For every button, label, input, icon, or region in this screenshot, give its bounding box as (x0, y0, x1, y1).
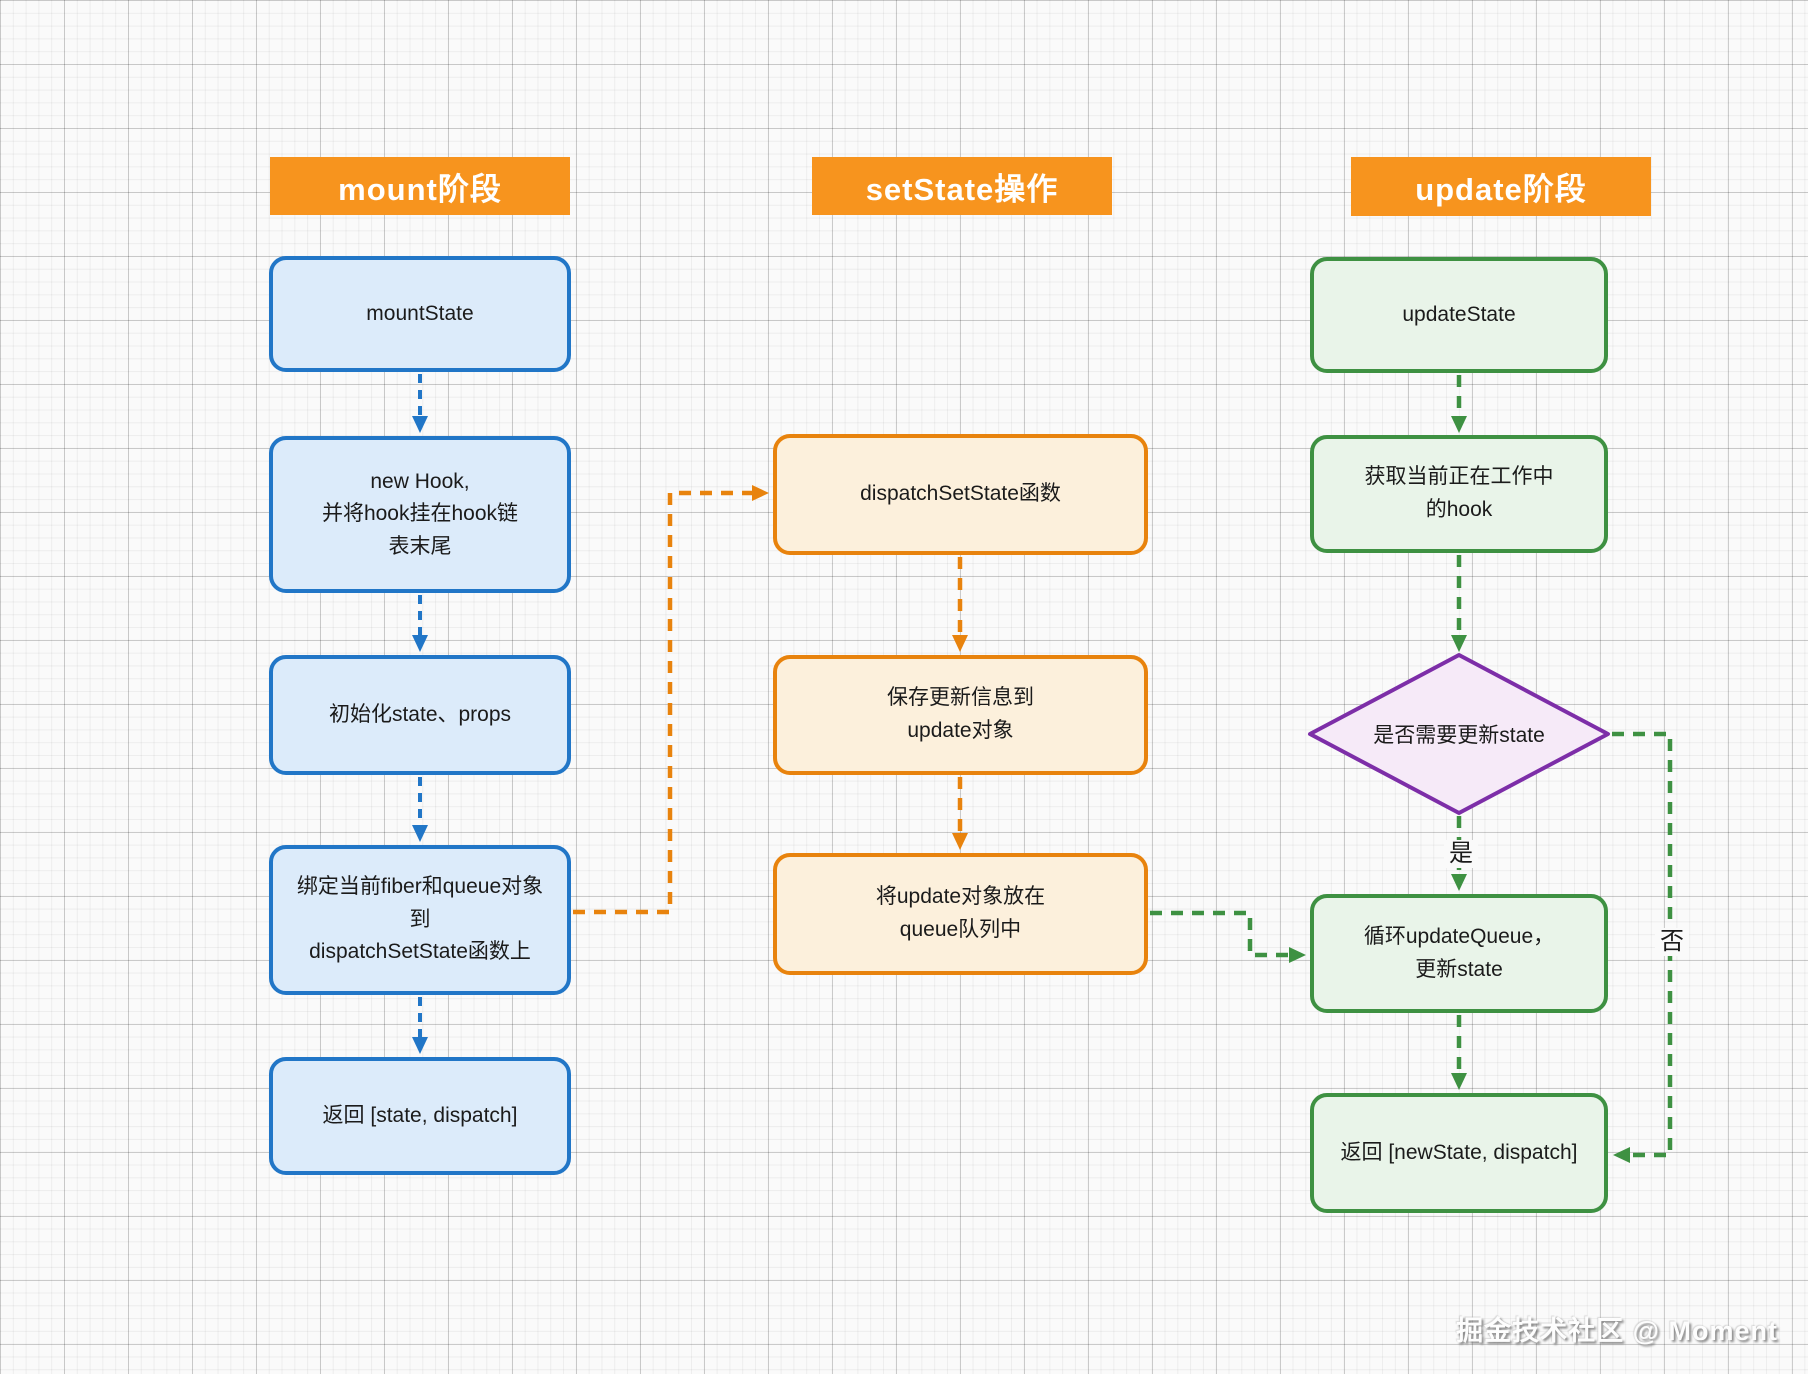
header-setstate-operation: setState操作 (812, 157, 1112, 215)
node-return-state-dispatch: 返回 [state, dispatch] (269, 1057, 571, 1175)
edge-bindfiber-to-dispatchsetstate (573, 485, 769, 915)
node-dispatchsetstate: dispatchSetState函数 (773, 434, 1148, 555)
header-update-phase: update阶段 (1351, 157, 1651, 216)
node-mountstate: mountState (269, 256, 571, 372)
node-new-hook: new Hook, 并将hook挂在hook链 表末尾 (269, 436, 571, 593)
node-bind-fiber-queue: 绑定当前fiber和queue对象 到 dispatchSetState函数上 (269, 845, 571, 995)
node-init-state-props: 初始化state、props (269, 655, 571, 775)
header-mount-phase: mount阶段 (270, 157, 570, 215)
node-get-working-hook: 获取当前正在工作中 的hook (1310, 435, 1608, 553)
node-return-newstate-dispatch: 返回 [newState, dispatch] (1310, 1093, 1608, 1213)
label-branch-no: 否 (1655, 928, 1689, 957)
edge-decision-no-to-return (1612, 731, 1673, 1163)
label-branch-yes: 是 (1444, 840, 1478, 869)
node-loop-updatequeue: 循环updateQueue， 更新state (1310, 894, 1608, 1013)
node-enqueue-update: 将update对象放在 queue队列中 (773, 853, 1148, 975)
node-updatestate: updateState (1310, 257, 1608, 373)
decision-diamond (1308, 653, 1610, 815)
edge-enqueue-to-loopqueue (1150, 910, 1306, 963)
watermark: 掘金技术社区 @ Moment (1456, 1316, 1778, 1346)
node-save-update-info: 保存更新信息到 update对象 (773, 655, 1148, 775)
